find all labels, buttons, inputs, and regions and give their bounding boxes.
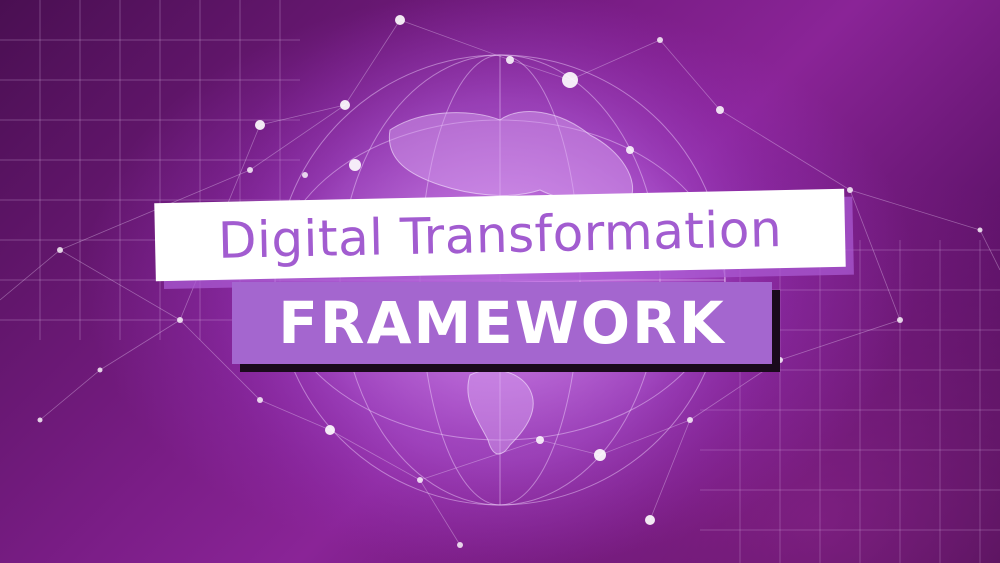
globe-icon: [274, 54, 726, 506]
subtitle-text: FRAMEWORK: [278, 289, 726, 357]
network-lines: [0, 19, 1000, 546]
network-nodes: [37, 15, 983, 548]
globe-glow: [200, 0, 800, 563]
subtitle-banner: FRAMEWORK: [232, 282, 772, 364]
title-text: Digital Transformation: [217, 200, 783, 270]
title-banner: Digital Transformation: [154, 188, 846, 282]
